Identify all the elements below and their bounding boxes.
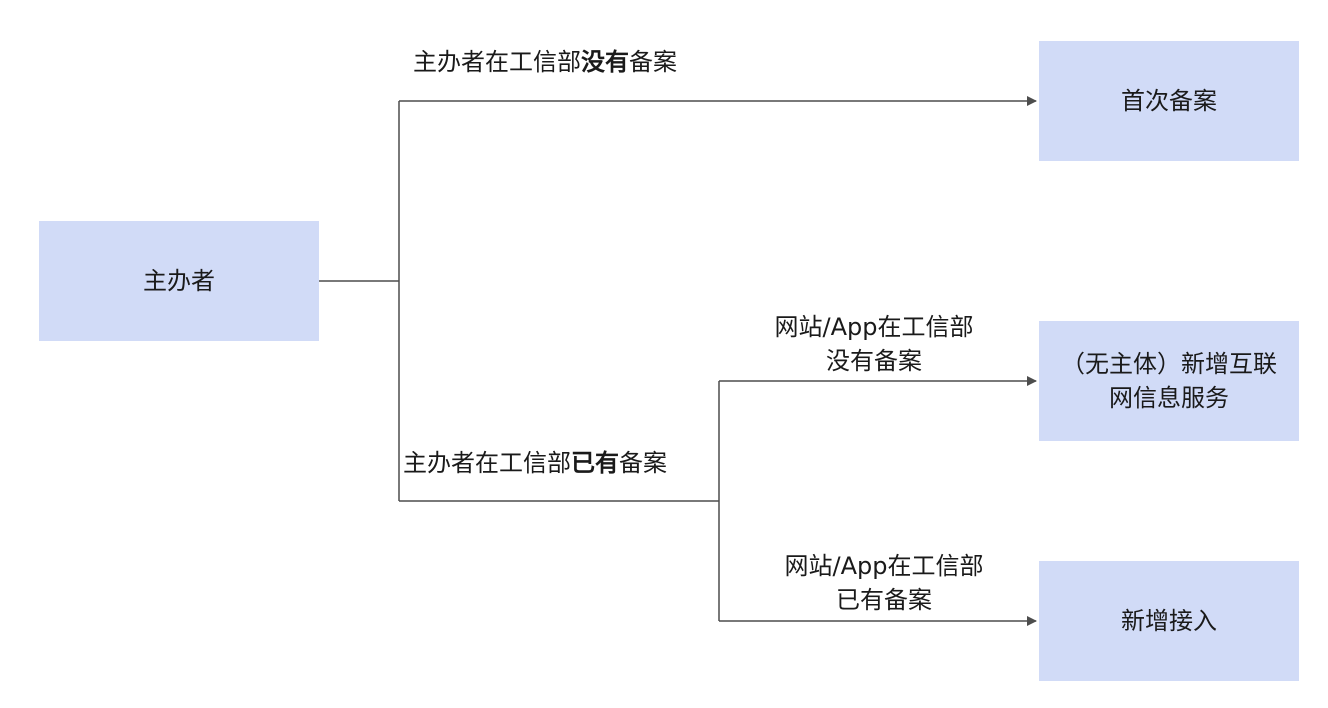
node-sponsor-label: 主办者 xyxy=(143,267,215,295)
node-new-access-label: 新增接入 xyxy=(1121,607,1217,635)
edge-label-not-filed-suffix: 备案 xyxy=(629,48,677,76)
edge-label-site-not-filed: 网站/App在工信部 没有备案 xyxy=(752,310,996,378)
edge-label-site-filed-line2: 已有备案 xyxy=(836,586,932,614)
node-sponsor: 主办者 xyxy=(39,221,319,341)
edge-label-site-filed-line1: 网站/App在工信部 xyxy=(784,552,984,580)
edge-label-site-not-filed-line2: 没有备案 xyxy=(826,347,922,375)
edge-label-already-filed: 主办者在工信部已有备案 xyxy=(403,446,667,480)
edge-label-already-filed-emphasis: 已有 xyxy=(571,449,619,477)
node-new-service-label-line1: （无主体）新增互联 xyxy=(1061,350,1277,378)
node-first-filing-label: 首次备案 xyxy=(1121,87,1217,115)
edge-label-already-filed-suffix: 备案 xyxy=(619,449,667,477)
node-first-filing: 首次备案 xyxy=(1039,41,1299,161)
edge-label-not-filed-emphasis: 没有 xyxy=(581,48,629,76)
node-new-service-label-line2: 网信息服务 xyxy=(1109,384,1229,412)
edge-label-not-filed-prefix: 主办者在工信部 xyxy=(413,48,581,76)
edge-label-site-not-filed-line1: 网站/App在工信部 xyxy=(774,313,974,341)
edge-label-site-filed: 网站/App在工信部 已有备案 xyxy=(762,549,1006,617)
edge-label-already-filed-prefix: 主办者在工信部 xyxy=(403,449,571,477)
node-new-service: （无主体）新增互联 网信息服务 xyxy=(1039,321,1299,441)
node-new-access: 新增接入 xyxy=(1039,561,1299,681)
edge-label-not-filed: 主办者在工信部没有备案 xyxy=(413,45,677,79)
